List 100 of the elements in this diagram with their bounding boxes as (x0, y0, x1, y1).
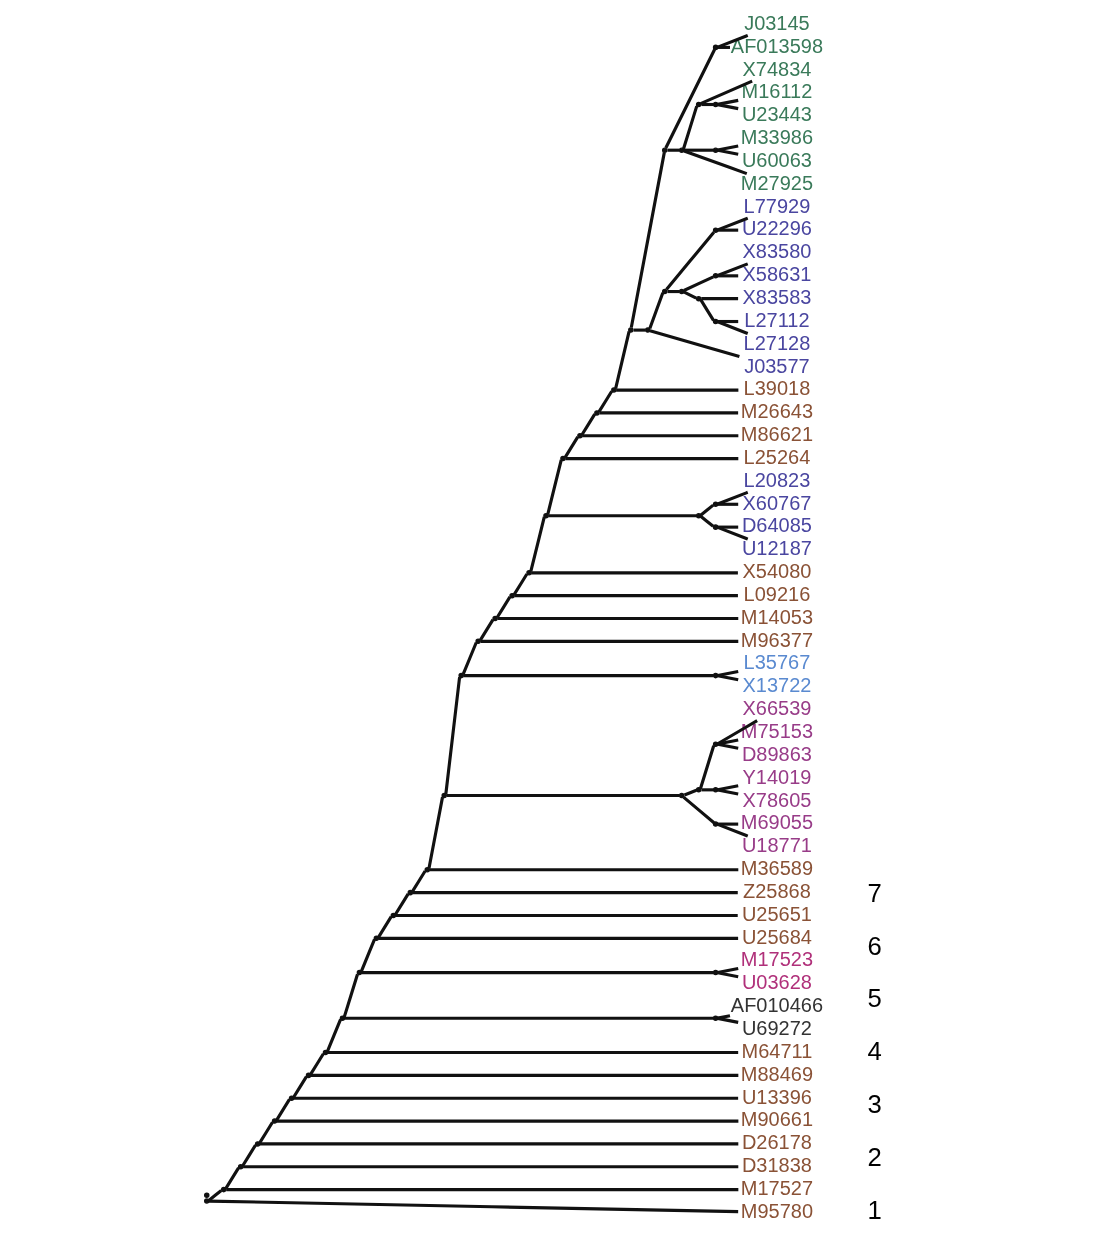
node-text: M14053 (740, 605, 813, 628)
connector (716, 262, 748, 278)
node-text: M64711 (741, 1039, 812, 1062)
connector (700, 788, 713, 792)
node-text: J03577 (743, 354, 810, 377)
label: 5 (867, 984, 882, 1013)
node-point (712, 741, 718, 747)
node-point (525, 570, 532, 576)
node-text: M95780 (740, 1199, 813, 1222)
node-text: M17527 (740, 1176, 813, 1199)
connector (716, 525, 748, 541)
connector (666, 148, 679, 152)
connector (717, 822, 738, 826)
node-text: X83583 (742, 285, 811, 308)
connector (716, 490, 748, 506)
node-point (712, 501, 718, 508)
node-text: M26643 (740, 400, 813, 423)
node-point (712, 44, 718, 51)
node-text: L35767 (743, 651, 810, 674)
connector (613, 330, 631, 389)
node-point (695, 787, 701, 793)
node-text: M17523 (740, 948, 813, 971)
connector (274, 1098, 291, 1121)
connector (512, 573, 528, 596)
connector (647, 292, 664, 329)
node-point (661, 288, 667, 295)
connector (717, 45, 730, 49)
node-text: M33986 (740, 126, 813, 149)
connector (698, 745, 715, 790)
node-text: X54080 (742, 560, 811, 583)
node-text: U23443 (741, 103, 812, 126)
node-text: M86621 (740, 423, 813, 446)
connector (530, 571, 738, 575)
connector (683, 148, 713, 152)
connector (649, 329, 740, 358)
connector (327, 1051, 738, 1055)
connector (615, 388, 738, 392)
connector (716, 103, 738, 111)
connector (393, 893, 409, 916)
node-text: M90661 (740, 1108, 813, 1131)
connector (259, 1142, 738, 1146)
node-point (271, 1118, 277, 1124)
node-text: J03145 (743, 11, 810, 34)
node-point (254, 1141, 260, 1147)
connector (276, 1119, 738, 1123)
connector (394, 913, 738, 918)
connector (429, 868, 738, 872)
node-point (203, 1198, 210, 1204)
connector (325, 1018, 342, 1052)
connector (412, 891, 738, 895)
connector (716, 784, 738, 792)
node-point (373, 935, 379, 942)
connector (461, 641, 478, 675)
node-point (661, 147, 667, 153)
connector (410, 870, 426, 893)
connector (344, 1016, 713, 1020)
node-point (712, 318, 718, 325)
node-point (610, 387, 617, 393)
connector (664, 231, 715, 291)
node-text: U69272 (741, 1016, 812, 1039)
connector (699, 503, 714, 517)
node-point (203, 1192, 210, 1199)
connector (716, 822, 748, 838)
node-text: Z25868 (742, 879, 811, 902)
connector (716, 148, 738, 156)
connector (716, 320, 748, 335)
connector (308, 1052, 325, 1076)
node-point (424, 867, 430, 873)
node-point (220, 1186, 226, 1193)
node-text: M96377 (740, 628, 813, 651)
node-point (237, 1164, 243, 1170)
label: 7 (867, 878, 882, 907)
node-point (712, 227, 718, 233)
node-text: M75153 (740, 720, 813, 743)
connector (716, 742, 738, 750)
connector (547, 514, 696, 518)
connector (716, 98, 738, 106)
node-point (712, 787, 718, 793)
label: 4 (867, 1037, 882, 1066)
node-text: M16112 (741, 80, 812, 103)
connector (597, 390, 613, 413)
node-text: L27112 (743, 308, 810, 331)
connector (717, 319, 738, 324)
connector (700, 102, 713, 107)
node-point (542, 512, 549, 519)
connector (663, 48, 716, 149)
node-point (712, 969, 718, 976)
node-point (712, 821, 718, 827)
connector (528, 516, 546, 572)
node-text: M36589 (740, 857, 813, 880)
connector (207, 1189, 222, 1202)
connector (426, 796, 444, 869)
node-point (695, 512, 701, 519)
node-point (678, 288, 684, 295)
connector (681, 105, 698, 150)
connector (666, 289, 679, 294)
connector (359, 938, 376, 972)
node-point (712, 147, 718, 153)
node-point (305, 1072, 311, 1079)
node-point (712, 524, 718, 530)
